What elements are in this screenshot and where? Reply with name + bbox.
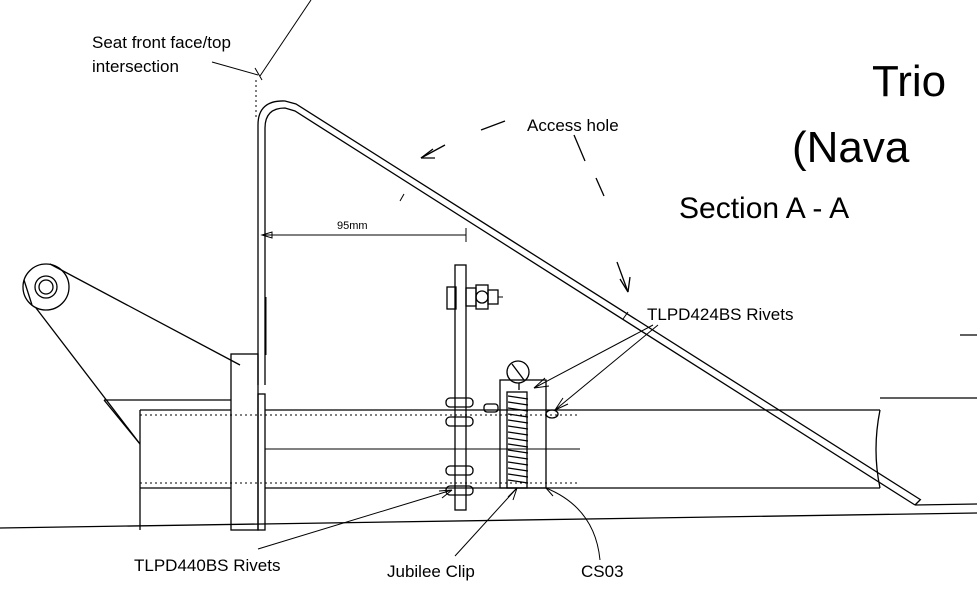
title-line-2: (Nava	[792, 123, 910, 172]
access-hole-arrow	[420, 120, 631, 293]
tlpd424-leaders	[533, 324, 659, 411]
section-label: Section A - A	[679, 192, 849, 225]
tube-rivet	[545, 409, 559, 419]
pivot-bracket	[22, 263, 241, 445]
seat-frame-tube	[257, 100, 922, 506]
title-line-1: Trio	[872, 57, 946, 106]
seat-leader	[211, 0, 312, 120]
main-tube	[103, 397, 977, 530]
jubilee-leader	[454, 487, 518, 557]
seat-label-line-1: Seat front face/top	[92, 33, 231, 52]
access-hole-label: Access hole	[527, 116, 619, 135]
bracket-plate	[446, 264, 503, 511]
tlpd440-label: TLPD440BS Rivets	[134, 556, 280, 575]
jubilee-label: Jubilee Clip	[387, 562, 475, 581]
seat-label-line-2: intersection	[92, 57, 179, 76]
right-edge-lines	[914, 334, 977, 506]
dimension-label: 95mm	[337, 220, 368, 232]
cs03-label: CS03	[581, 562, 624, 581]
jubilee-clip	[499, 360, 547, 489]
mount-block	[230, 353, 266, 531]
tlpd440-leader	[257, 489, 453, 550]
plate-rivets	[445, 397, 499, 496]
ground-line	[0, 512, 977, 529]
cs03-leader	[545, 487, 601, 561]
tlpd424-label: TLPD424BS Rivets	[647, 305, 793, 324]
dimension-95mm: 95mm	[260, 220, 467, 242]
